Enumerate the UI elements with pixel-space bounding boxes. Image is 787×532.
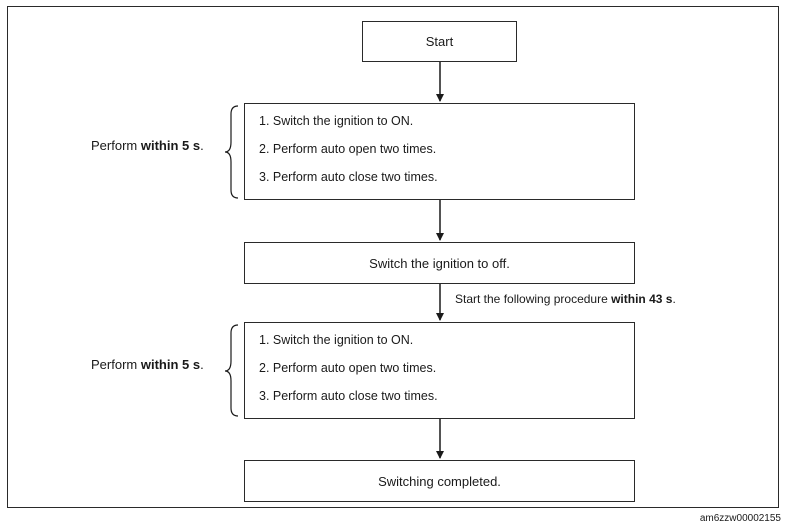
completed-box: Switching completed. xyxy=(244,460,635,502)
brace-block2 xyxy=(224,324,239,417)
step-item: 1. Switch the ignition to ON. xyxy=(259,114,414,128)
timing-note-1: Perform within 5 s. xyxy=(91,138,204,153)
timing-bold: within 5 s xyxy=(140,138,201,153)
timing-suffix: . xyxy=(200,138,204,153)
step-item: 3. Perform auto close two times. xyxy=(259,389,438,403)
step-item: 3. Perform auto close two times. xyxy=(259,170,438,184)
ignition-off-box: Switch the ignition to off. xyxy=(244,242,635,284)
start-label: Start xyxy=(425,34,454,49)
procedure-note: Start the following procedure within 43 … xyxy=(455,292,676,306)
step-item: 2. Perform auto open two times. xyxy=(259,361,437,375)
diagram-frame xyxy=(7,6,779,508)
note-suffix: . xyxy=(672,292,676,306)
completed-label: Switching completed. xyxy=(378,473,501,489)
steps-box-2: 1. Switch the ignition to ON. 2. Perform… xyxy=(244,322,635,419)
step-item: 2. Perform auto open two times. xyxy=(259,142,437,156)
note-bold: within 43 s xyxy=(611,292,673,306)
brace-block1 xyxy=(224,105,239,199)
note-prefix: Start the following procedure xyxy=(455,292,612,306)
timing-suffix: . xyxy=(200,357,204,372)
timing-note-2: Perform within 5 s. xyxy=(91,357,204,372)
figure-id: am6zzw00002155 xyxy=(699,513,781,524)
ignition-off-label: Switch the ignition to off. xyxy=(369,255,510,271)
steps-box-1: 1. Switch the ignition to ON. 2. Perform… xyxy=(244,103,635,200)
step-item: 1. Switch the ignition to ON. xyxy=(259,333,414,347)
timing-prefix: Perform xyxy=(91,357,141,372)
timing-bold: within 5 s xyxy=(140,357,201,372)
start-box: Start xyxy=(362,21,517,62)
timing-prefix: Perform xyxy=(91,138,141,153)
